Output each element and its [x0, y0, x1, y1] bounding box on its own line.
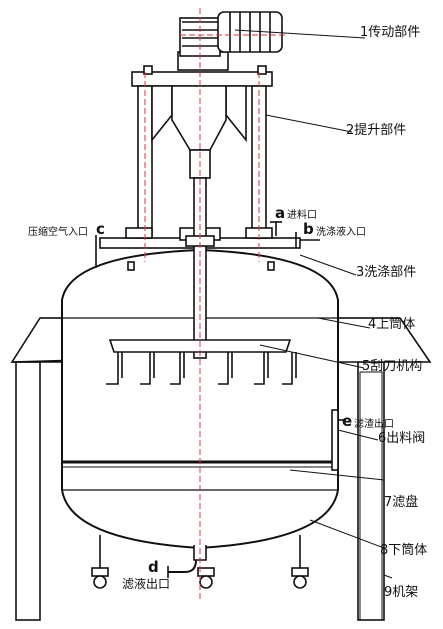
port-a-label: 进料口 [287, 210, 317, 221]
frame-legs [15, 361, 385, 621]
center-lines [144, 8, 285, 600]
label-discharge-valve: 6出料阀 [378, 431, 426, 446]
port-c-label: 压缩空气入口 [28, 227, 88, 238]
scraper-blades [106, 352, 297, 385]
main-shaft [185, 177, 215, 359]
port-b-letter: b [303, 220, 314, 238]
leader-lines [234, 29, 393, 579]
label-frame: 9机架 [384, 585, 419, 600]
port-c-letter: c [96, 220, 105, 238]
port-e-letter: e [342, 412, 353, 430]
label-upper-shell: 4上筒体 [368, 317, 416, 332]
discharge-valve-shape [331, 409, 346, 471]
label-filter-plate: 7滤盘 [384, 495, 419, 510]
port-d-letter: d [148, 558, 159, 576]
port-a-letter: a [275, 204, 286, 222]
label-lift: 2提升部件 [346, 123, 407, 138]
casters [91, 535, 309, 589]
label-scraper: 5刮刀机构 [362, 359, 423, 374]
drive-motor [177, 11, 283, 71]
label-drive: 1传动部件 [360, 25, 421, 40]
port-e-label: 滤渣出口 [354, 419, 394, 430]
label-lower-shell: 8下筒体 [380, 543, 428, 558]
port-b-label: 洗涤液入口 [316, 227, 366, 238]
label-wash: 3洗涤部件 [356, 265, 417, 280]
port-d-label: 滤液出口 [122, 577, 171, 591]
